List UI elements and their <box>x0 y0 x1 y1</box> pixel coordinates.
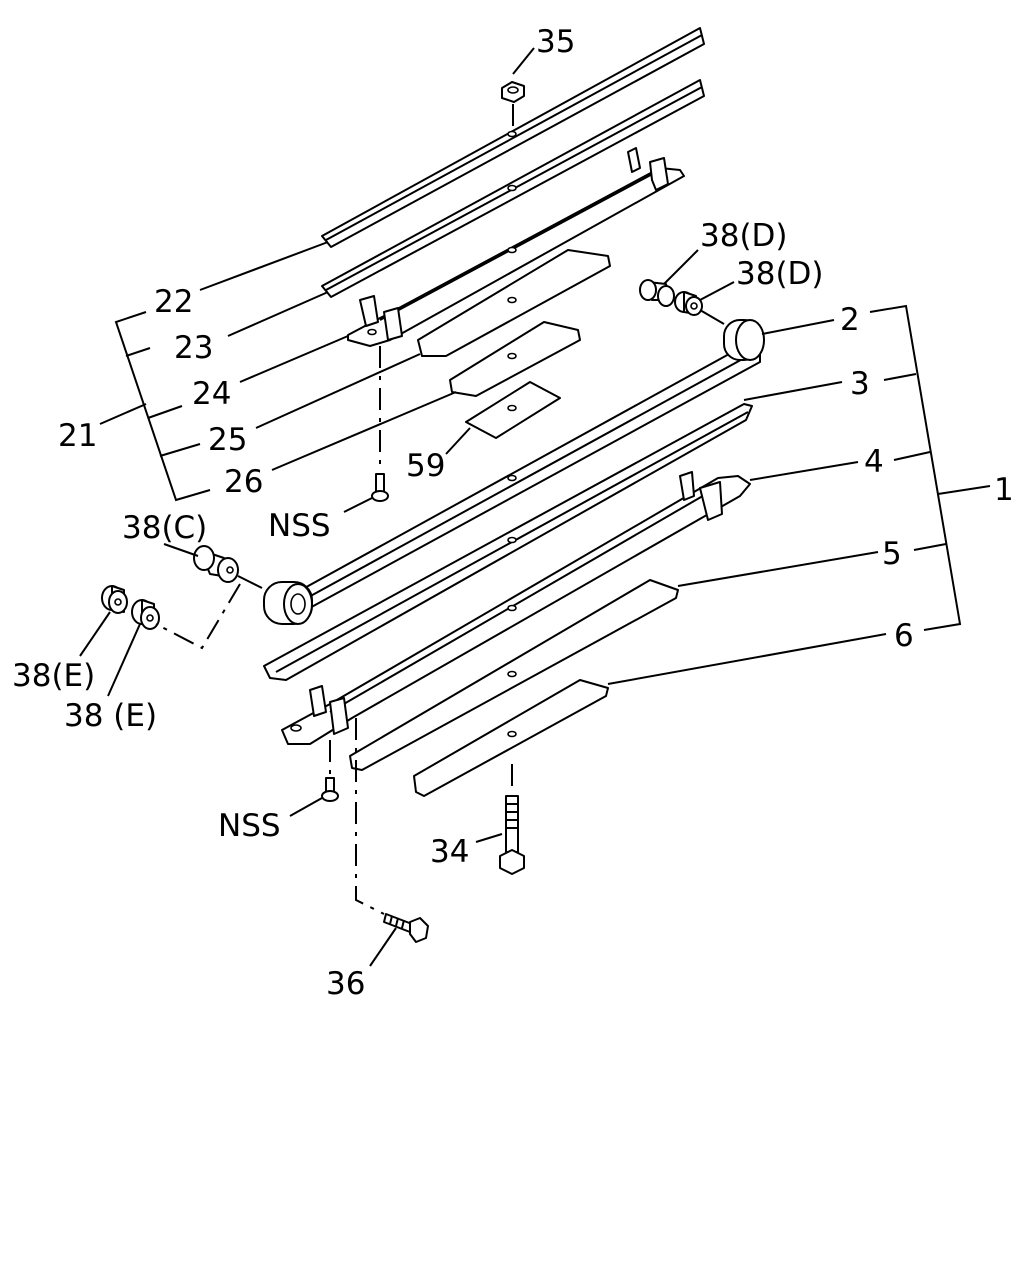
callout-22: 22 <box>154 284 193 320</box>
callout-2: 2 <box>840 302 860 338</box>
callout-38c: 38(C) <box>122 510 207 546</box>
leaf-5 <box>349 579 679 771</box>
callout-nss-top: NSS <box>268 508 331 544</box>
bolt-36 <box>383 913 429 943</box>
callout-21: 21 <box>58 418 97 454</box>
leaf-25 <box>417 249 611 357</box>
leaf-4 <box>281 471 751 745</box>
callout-26: 26 <box>224 464 263 500</box>
callout-24: 24 <box>192 376 231 412</box>
callout-nss-bottom: NSS <box>218 808 281 844</box>
callout-34: 34 <box>430 834 469 870</box>
callout-35: 35 <box>536 24 575 60</box>
callout-4: 4 <box>864 444 884 480</box>
callout-5: 5 <box>882 536 902 572</box>
leaf-22 <box>321 27 705 248</box>
leader-lines <box>79 47 991 967</box>
callout-36: 36 <box>326 966 365 1002</box>
nut-35 <box>501 81 525 103</box>
leaf-6 <box>413 679 609 797</box>
leaf-3 <box>263 403 753 681</box>
callout-labels: 35 38(D) 38(D) 2 3 4 5 6 1 22 23 24 25 2… <box>12 24 1014 1002</box>
callout-23: 23 <box>174 330 213 366</box>
callout-38d-a: 38(D) <box>700 218 788 254</box>
bushing-38e-2 <box>131 599 160 630</box>
bushing-38c <box>193 545 239 583</box>
center-bolt-34 <box>499 795 525 875</box>
leaf-2 <box>263 319 765 625</box>
bushing-38d-1 <box>639 279 675 307</box>
bushing-38e-1 <box>101 585 128 614</box>
bolt-nss-top <box>371 473 389 502</box>
callout-1: 1 <box>994 472 1014 508</box>
callout-3: 3 <box>850 366 870 402</box>
bushing-38d-2 <box>674 291 703 316</box>
callout-38e-a: 38(E) <box>12 658 95 694</box>
pad-59 <box>465 381 561 439</box>
callout-38d-b: 38(D) <box>736 256 824 292</box>
bolt-nss-bottom <box>321 777 339 802</box>
callout-6: 6 <box>894 618 914 654</box>
callout-25: 25 <box>208 422 247 458</box>
callout-59: 59 <box>406 448 445 484</box>
leaf-26 <box>449 321 581 397</box>
leaf-24 <box>347 147 685 347</box>
callout-38e-b: 38 (E) <box>64 698 157 734</box>
